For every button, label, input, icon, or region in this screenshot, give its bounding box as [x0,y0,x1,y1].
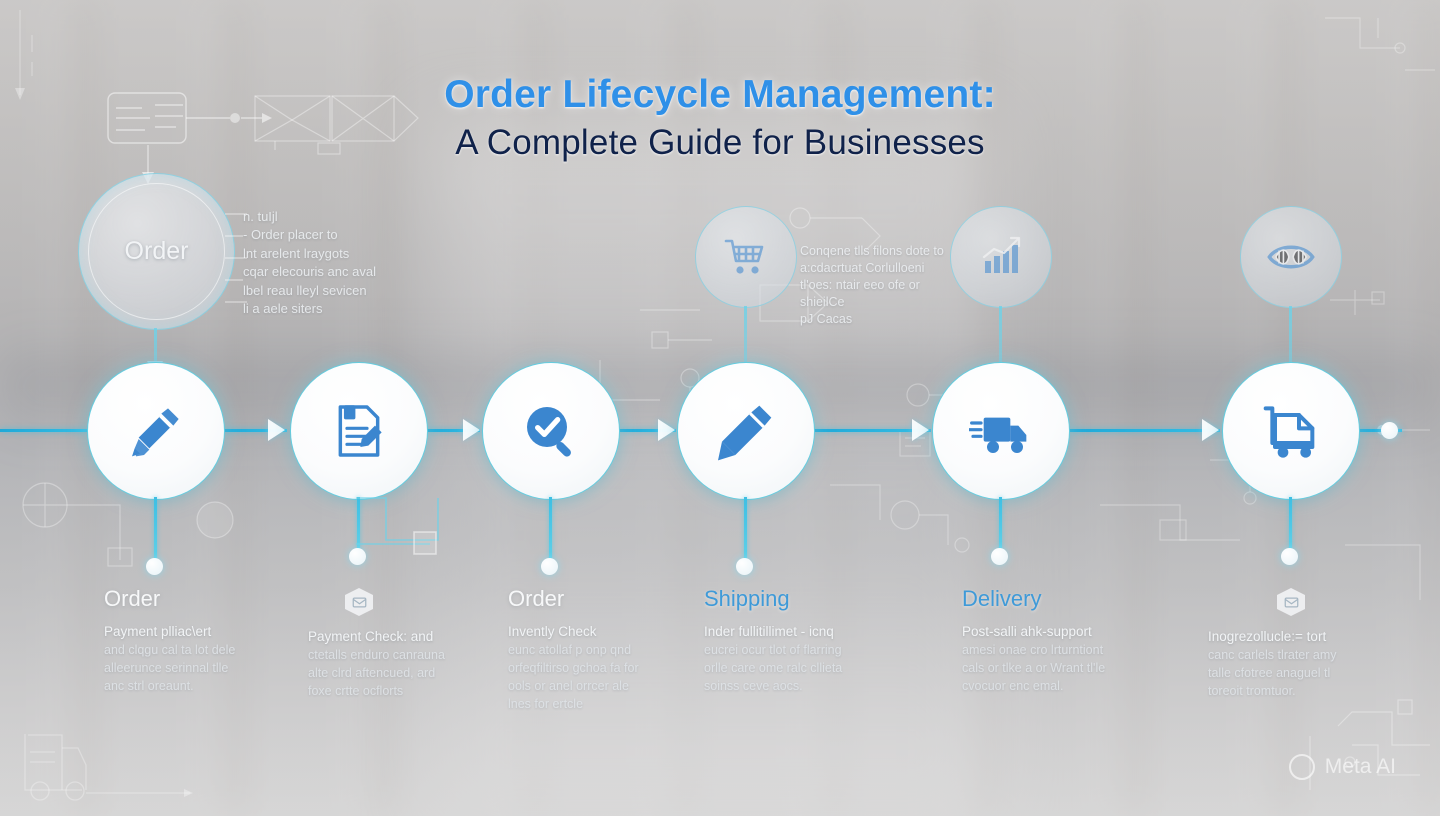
connector-out-node [1381,422,1398,439]
step-node-1[interactable] [87,362,225,500]
step-block-2: Payment Check: and ctetalls enduro canra… [308,628,508,701]
step-4-body: eucrei ocur tlot of flarring orlle care … [704,643,843,693]
step-3-node-dot [541,558,558,575]
step-6-lead: Inogrezollucle:= tort [1208,629,1327,644]
step-3-heading: Order [508,586,565,611]
envelope-icon [1284,597,1298,607]
magnifier-check-icon [527,407,571,457]
upper-node-abstract [1240,206,1342,308]
pencil-icon [718,405,772,461]
upper-node-cart-stem [744,306,747,368]
upper-node-growth-stem [999,306,1002,368]
meta-ai-label: Meta AI [1324,755,1396,778]
step-2-branch-wires [356,497,439,555]
step-5-heading: Delivery [962,586,1042,611]
arrow-3-4-icon [658,419,675,441]
floating-text-upper-mid: Conqene tlls filons dote to a:cdacrtuat … [800,244,944,326]
abstract-eye-icon [1267,245,1315,269]
connector-2-3 [426,429,480,432]
arrow-5-6-icon [1202,419,1219,441]
ghost-circle-inner-ring [88,183,225,320]
step-5-stem [999,497,1002,555]
step-2-body: ctetalls enduro canrauna alte clrd aften… [308,648,445,698]
step-block-6: Inogrezollucle:= tort canc carlels tlrat… [1208,628,1404,701]
step-2-envelope-marker [345,588,373,616]
meta-ai-ring-icon [1288,754,1315,780]
step-block-3: Order Invently Check eunc atollaf p onp … [508,588,708,713]
upper-node-growth [950,206,1052,308]
arrow-1-2-icon [268,419,285,441]
step-6-envelope-marker [1277,588,1305,616]
title-line-primary: Order Lifecycle Management: [444,73,996,116]
step-2-stem [357,497,360,555]
step-1-body: and clqgu cal ta lot dele alleerunce ser… [104,643,236,693]
ghost-circle-label: Order [124,237,189,265]
step-2-node-dot [349,548,366,565]
step-node-3[interactable] [482,362,620,500]
connector-1-2 [223,429,287,432]
connector-6-out [1358,429,1402,432]
step-node-5[interactable] [932,362,1070,500]
step-4-node-dot [736,558,753,575]
pen-nib-icon [132,408,179,457]
step-4-heading: Shipping [704,586,790,611]
step-1-lead: Payment plliac\ert [104,624,212,639]
upper-node-abstract-stem [1289,306,1292,368]
shopping-cart-icon [724,239,764,274]
step-3-body: eunc atollaf p onp qnd orfeqfiltirso gch… [508,643,639,711]
connector-3-4 [618,429,676,432]
step-1-node-dot [146,558,163,575]
step-3-lead: Invently Check [508,624,597,639]
step-2-lead: Payment Check: and [308,629,434,644]
delivery-truck-icon [969,417,1027,453]
ghost-leader-lines [225,213,247,303]
step-block-4: Shipping Inder fullitillimet - icnq eucr… [704,588,904,696]
shopping-cart-box-icon [1263,406,1315,458]
step-6-node-dot [1281,548,1298,565]
title-line-secondary: A Complete Guide for Businesses [455,123,985,163]
step-5-lead: Post-salli ahk-support [962,624,1092,639]
step-4-stem [744,497,747,567]
step-node-4[interactable] [677,362,815,500]
step-3-stem [549,497,552,567]
meta-ai-watermark: Meta AI [1288,754,1396,780]
document-edit-icon [338,405,382,457]
step-6-stem [1289,497,1292,555]
step-1-heading: Order [104,586,161,611]
envelope-icon [352,597,366,607]
floating-text-upper-left: n. tuIjl - Order placer to lnt arelent l… [243,209,376,317]
step-4-lead: Inder fullitillimet - icnq [704,624,834,639]
connector-5-6 [1068,429,1220,432]
connector-in [0,429,88,432]
step-5-body: amesi onae cro lrturntiont cals or tlke … [962,643,1106,693]
step-node-6[interactable] [1222,362,1360,500]
bar-chart-growth-icon [982,236,1021,273]
page-title: Order Lifecycle Management: A Complete G… [0,73,1440,163]
step-5-node-dot [991,548,1008,565]
upper-node-cart [695,206,797,308]
arrow-2-3-icon [463,419,480,441]
step-node-2[interactable] [290,362,428,500]
step-6-body: canc carlels tlrater amy talle cfotree a… [1208,648,1337,698]
ghost-circle-stem [154,328,157,370]
arrow-4-5-icon [912,419,929,441]
ghost-order-circle: Order [78,173,235,330]
connector-4-5 [813,429,931,432]
step-block-5: Delivery Post-salli ahk-support amesi on… [962,588,1162,696]
step-block-1: Order Payment plliac\ert and clqgu cal t… [104,588,304,696]
step-1-stem [154,497,157,567]
